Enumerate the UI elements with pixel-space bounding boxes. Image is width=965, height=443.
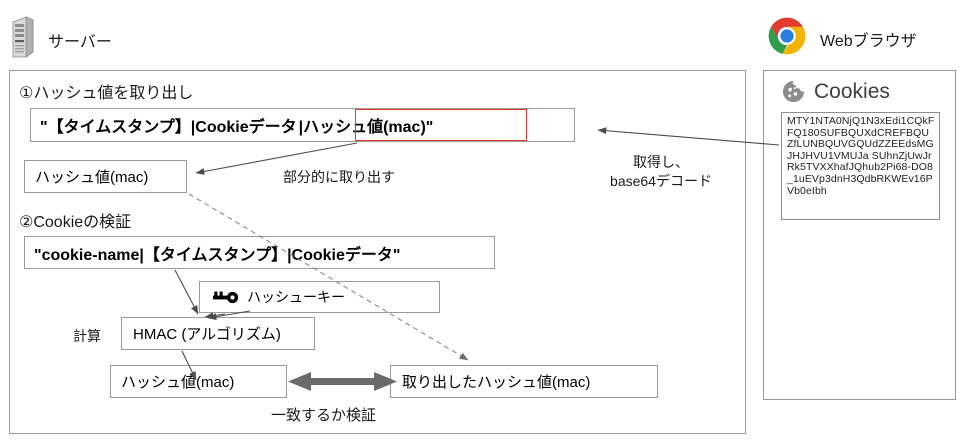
hash-key-label: ハッシューキー xyxy=(247,289,345,305)
cookie-icon xyxy=(781,79,806,104)
step1-label: ①ハッシュ値を取り出し xyxy=(19,85,194,102)
server-label: サーバー xyxy=(48,33,112,51)
cookie-value-box: MTY1NTA0NjQ1N3xEdi1CQkFFQ180SUFBQUXdCREF… xyxy=(781,112,940,220)
computed-mac-box: ハッシュ値(mac) xyxy=(110,365,287,398)
compare-note: 一致するか検証 xyxy=(271,407,377,424)
fetch-note-line1: 取得し、 xyxy=(633,154,689,170)
hmac-label: HMAC (アルゴリズム) xyxy=(133,326,281,343)
fetch-note-line2: base64デコード xyxy=(610,172,712,189)
extracted-mac-label-bottom: 取り出したハッシュ値(mac) xyxy=(402,374,591,391)
cookie-string-box: "【タイムスタンプ】|Cookieデータ |ハッシュ値(mac)" xyxy=(30,108,575,142)
hmac-box: HMAC (アルゴリズム) xyxy=(121,317,315,350)
compute-label: 計算 xyxy=(73,328,101,344)
verify-string-label: "cookie-name|【タイムスタンプ】|Cookieデータ" xyxy=(34,246,401,264)
extracted-mac-box-bottom: 取り出したハッシュ値(mac) xyxy=(390,365,658,398)
step2-label: ②Cookieの検証 xyxy=(19,214,132,231)
computed-mac-label: ハッシュ値(mac) xyxy=(121,374,235,391)
extracted-mac-label-top: ハッシュ値(mac) xyxy=(35,169,149,186)
fetch-note: 取得し、 base64デコード xyxy=(591,153,731,191)
browser-header: Webブラウザ xyxy=(765,14,917,63)
server-tower-icon xyxy=(12,16,34,63)
extracted-mac-box-top: ハッシュ値(mac) xyxy=(24,160,187,193)
verify-string-box: "cookie-name|【タイムスタンプ】|Cookieデータ" xyxy=(24,236,495,269)
cookie-string-highlight: |ハッシュ値(mac)" xyxy=(298,119,434,136)
cookies-title: Cookies xyxy=(814,79,890,103)
server-header: サーバー xyxy=(12,16,112,63)
cookies-header: Cookies xyxy=(781,79,890,104)
browser-label: Webブラウザ xyxy=(820,32,917,50)
cookie-value-text: MTY1NTA0NjQ1N3xEdi1CQkFFQ180SUFBQUXdCREF… xyxy=(787,115,935,197)
extract-note: 部分的に取り出す xyxy=(283,169,395,185)
hash-key-box: ハッシューキー xyxy=(199,281,440,313)
chrome-logo-icon xyxy=(765,14,809,63)
key-icon xyxy=(212,291,239,304)
cookie-string-prefix: "【タイムスタンプ】|Cookieデータ xyxy=(40,119,297,136)
